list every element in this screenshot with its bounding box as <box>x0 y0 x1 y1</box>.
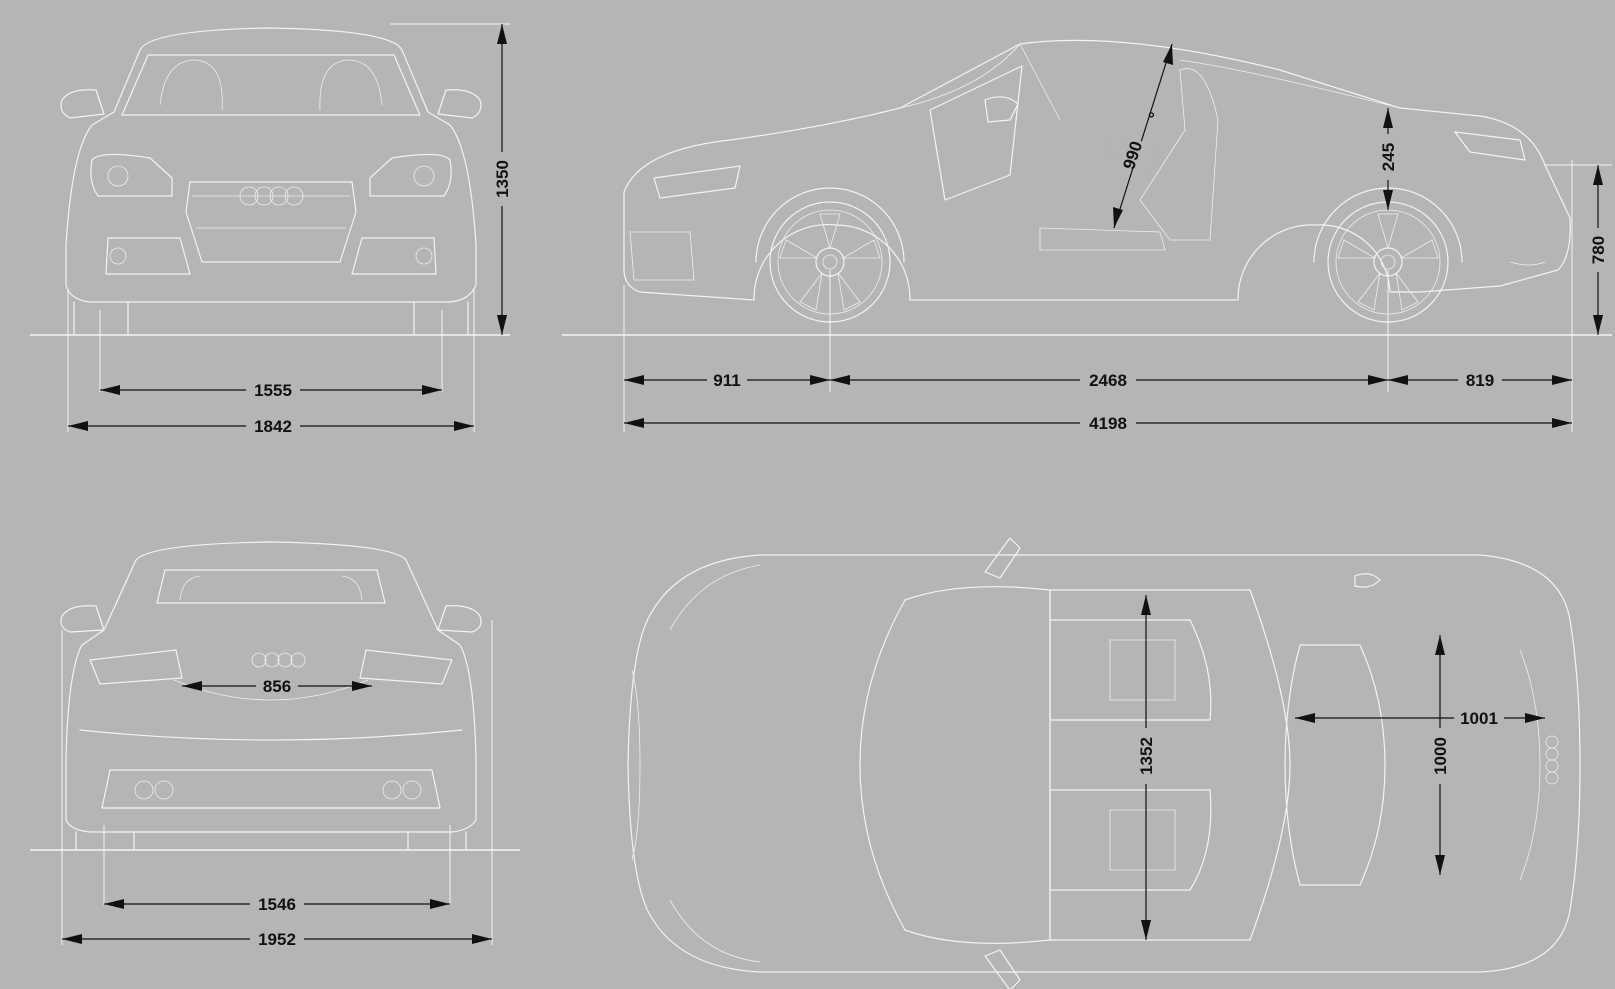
label-front-width: 1842 <box>254 417 292 436</box>
label-trunk-width: 856 <box>263 677 291 696</box>
dimension-front-overhang: 911 <box>624 368 830 392</box>
dimension-trunk-lid-height: 245 <box>1376 108 1400 210</box>
dimension-rear-track: 1546 <box>104 892 450 916</box>
dimension-front-width: 1842 <box>68 414 474 438</box>
dimension-height: 1350 <box>490 24 514 335</box>
label-mirror-width: 1952 <box>258 930 296 949</box>
side-view <box>562 39 1612 432</box>
front-view <box>30 23 510 432</box>
label-front-track: 1555 <box>254 381 292 400</box>
dimension-trunk-length: 1001 <box>1295 706 1545 730</box>
dimension-interior-width: 1352 <box>1134 595 1158 940</box>
label-trunk-lid-height: 245 <box>1379 143 1398 171</box>
label-interior-width: 1352 <box>1137 737 1156 775</box>
label-height: 1350 <box>493 160 512 198</box>
label-trunk-depth: 1000 <box>1431 737 1450 775</box>
label-wheelbase: 2468 <box>1089 371 1127 390</box>
dimension-rear-overhang: 819 <box>1388 368 1572 392</box>
dimension-door-opening: 990 ° <box>1106 43 1173 229</box>
dimension-rear-height: 780 <box>1586 165 1610 335</box>
label-rear-track: 1546 <box>258 895 296 914</box>
dimension-trunk-depth: 1000 <box>1428 635 1452 875</box>
dimension-wheelbase: 2468 <box>830 368 1388 392</box>
label-rear-height: 780 <box>1589 236 1608 264</box>
label-rear-overhang: 819 <box>1466 371 1494 390</box>
degree-mark: ° <box>1148 109 1155 128</box>
dimension-mirror-width: 1952 <box>62 927 492 951</box>
dimension-overall-length: 4198 <box>624 411 1572 435</box>
label-front-overhang: 911 <box>713 371 740 390</box>
label-overall-length: 4198 <box>1089 414 1127 433</box>
dimension-front-track: 1555 <box>100 378 442 402</box>
top-view <box>627 537 1581 989</box>
rear-view <box>30 541 520 945</box>
dimension-trunk-width: 856 <box>182 674 372 698</box>
label-trunk-length: 1001 <box>1460 709 1498 728</box>
